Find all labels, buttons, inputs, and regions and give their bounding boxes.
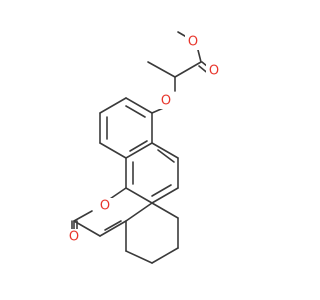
cyclohexene-ring <box>125 202 179 264</box>
bond-ring2-d <box>125 187 153 204</box>
bond-ring1-a <box>125 97 153 114</box>
bond-alpha-methyl <box>147 61 176 78</box>
bond-lactone-e <box>99 220 127 237</box>
bond-ring1-e <box>125 142 153 159</box>
ester-side-chain <box>147 31 214 114</box>
bond-ring1-d <box>99 142 127 159</box>
bond-ring2-inner-1 <box>157 149 175 163</box>
atom-o-ether: O <box>161 94 171 109</box>
bond-carbonyl-alpha <box>174 61 202 78</box>
bond-ring1-b <box>99 97 127 114</box>
atom-o-ester-methoxy: O <box>188 35 198 50</box>
bond-cyc-d <box>125 250 153 264</box>
atom-o-lactone-carbonyl: O <box>69 230 79 245</box>
bond-ring1-inner-1 <box>125 105 146 118</box>
bond-cyc-a <box>151 202 179 219</box>
bond-cyc-c <box>151 247 179 264</box>
lactone-ring <box>71 187 153 237</box>
atom-o-ester-carbonyl: O <box>209 64 219 79</box>
bond-ring2-a <box>151 142 179 159</box>
atom-o-lactone-ring: O <box>100 199 110 214</box>
aromatic-core <box>99 97 179 204</box>
bond-lactone-b <box>73 210 93 222</box>
bond-lactone-d <box>73 220 101 237</box>
bond-ring2-c <box>151 187 179 204</box>
bond-lactone-dbl <box>104 220 122 231</box>
atom-labels: O O O O O <box>66 34 222 245</box>
bond-ring2-inner-2 <box>151 184 172 197</box>
structure-canvas: O O O O O <box>66 31 222 264</box>
bond-ring1-inner-3 <box>129 140 148 152</box>
molecule-structure: O O O O O <box>66 31 222 264</box>
bond-lactone-f <box>125 202 153 222</box>
